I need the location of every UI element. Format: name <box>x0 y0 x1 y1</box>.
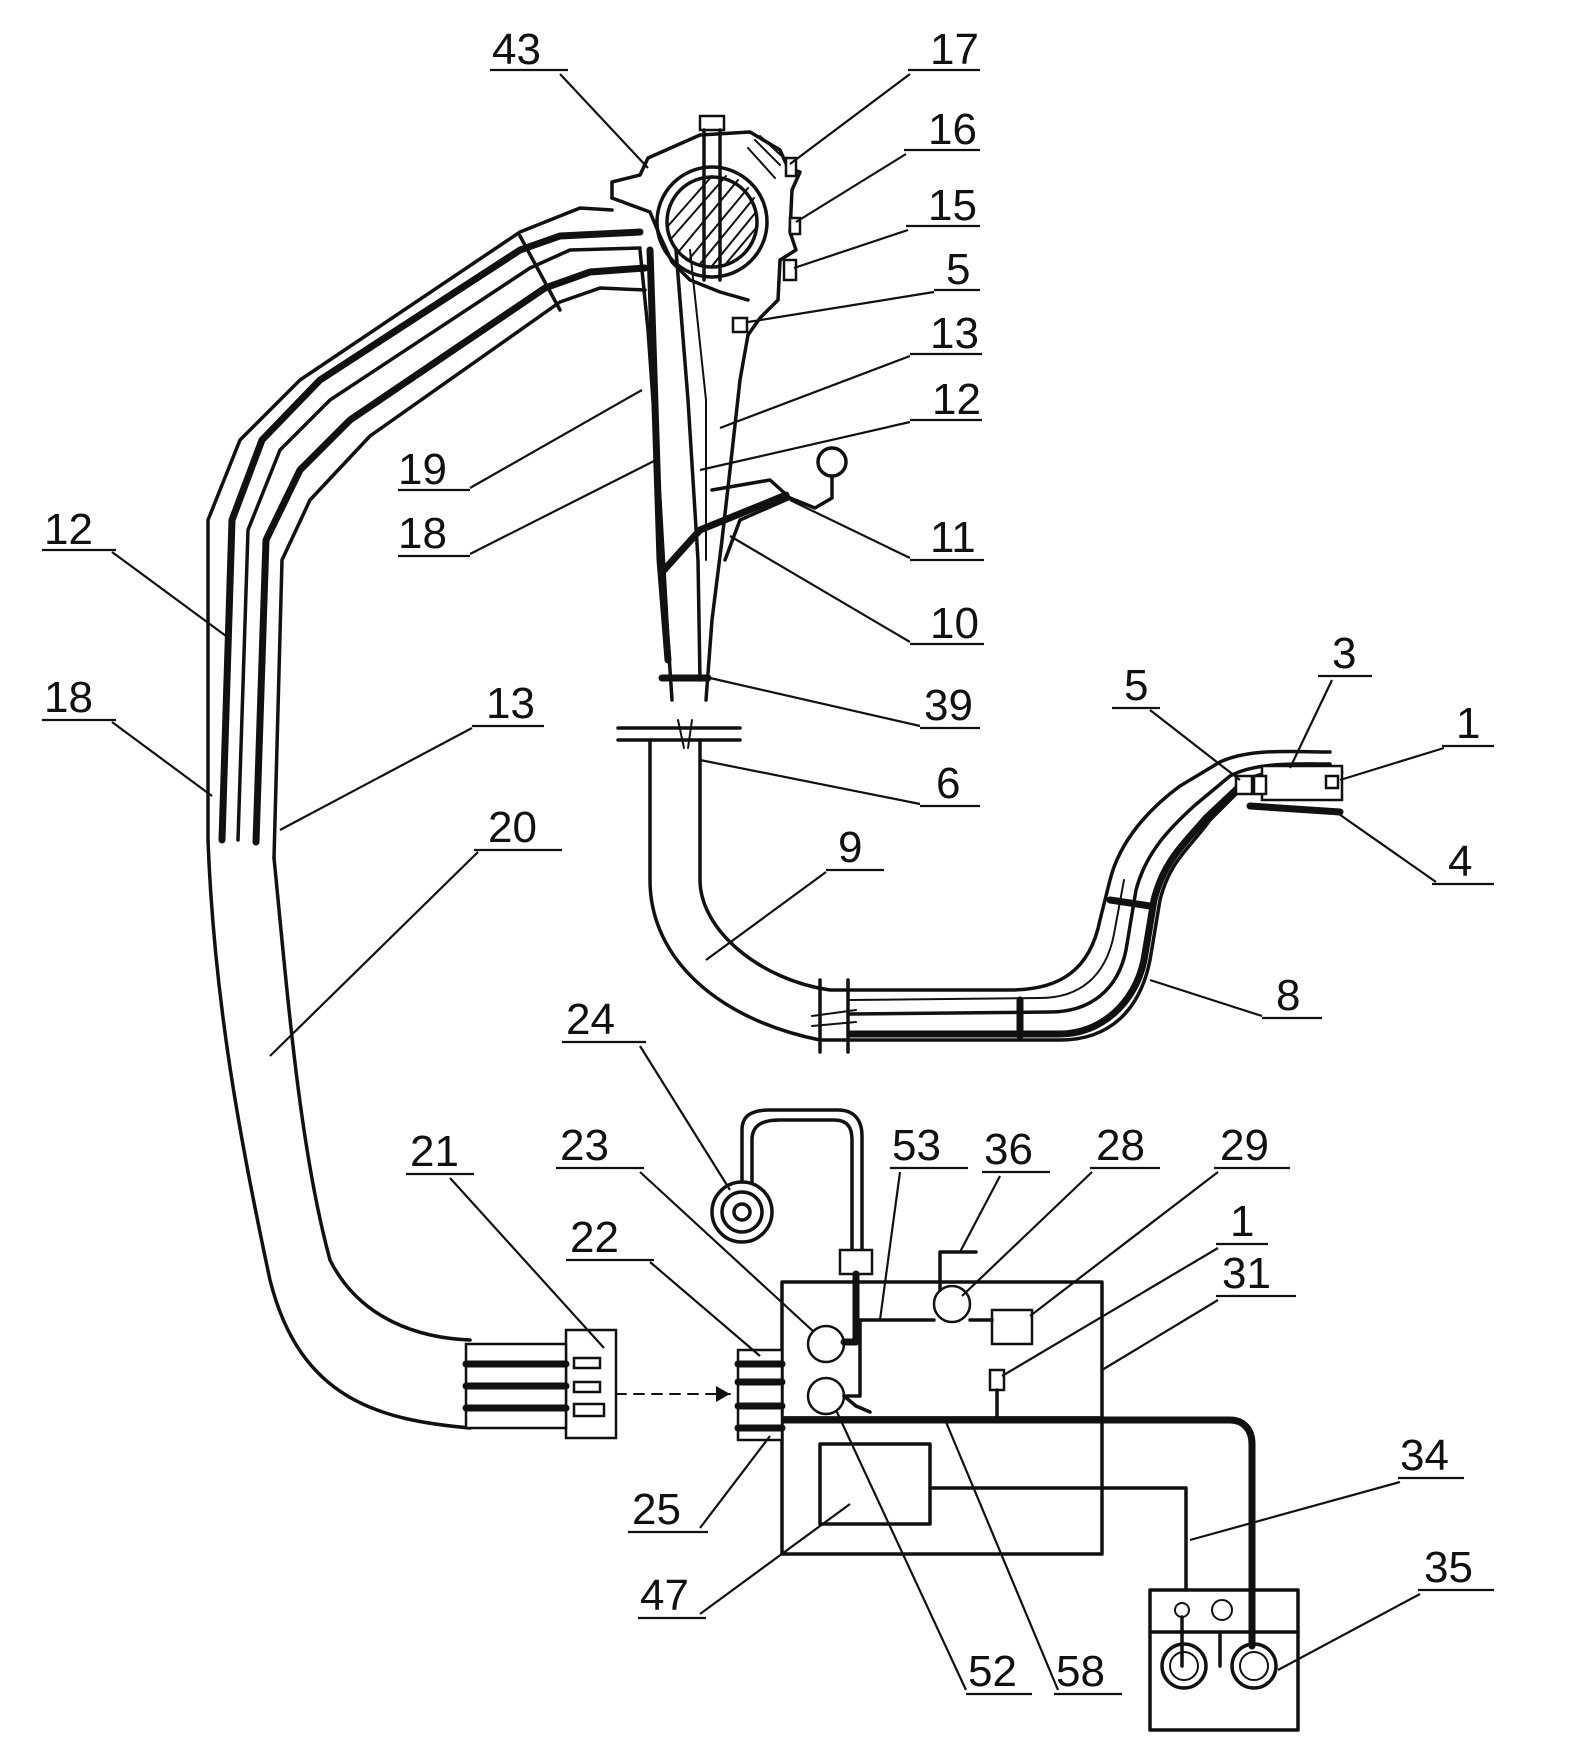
umbilical-channel-b <box>236 246 642 842</box>
umbilical-lower-right <box>272 856 472 1342</box>
biopsy-channel-10 <box>660 491 790 574</box>
umbilical-lower-left <box>206 838 472 1430</box>
label-6: 6 <box>936 759 960 808</box>
bottle-24-core <box>732 1202 752 1222</box>
reference-labels: 43 17 16 15 5 13 12 19 18 11 10 12 18 13… <box>44 25 1480 1696</box>
umbilical-channel-a <box>218 228 644 844</box>
biopsy-cap-11 <box>816 446 848 478</box>
line-36 <box>938 1250 978 1292</box>
connector-21 <box>462 1328 731 1440</box>
panel-47 <box>818 1442 932 1526</box>
label-10: 10 <box>930 599 979 648</box>
label-11: 11 <box>930 513 976 562</box>
label-8: 8 <box>1276 971 1300 1020</box>
label-12-handle: 12 <box>932 375 981 424</box>
pump-52 <box>806 1376 846 1416</box>
label-9: 9 <box>838 823 862 872</box>
label-22: 22 <box>570 1213 619 1262</box>
label-29: 29 <box>1220 1121 1269 1170</box>
label-21: 21 <box>410 1127 459 1176</box>
label-1-unit: 1 <box>1230 1197 1254 1246</box>
tube-coupler <box>838 1248 874 1276</box>
control-handle <box>610 114 848 749</box>
label-1-tip: 1 <box>1456 699 1480 748</box>
label-24: 24 <box>566 995 615 1044</box>
label-16: 16 <box>928 105 977 154</box>
tip-nozzle-1 <box>1324 774 1340 790</box>
bottle-24-mid <box>720 1190 764 1234</box>
valve-28 <box>932 1284 972 1324</box>
label-18-cord: 18 <box>44 673 93 722</box>
cable-34 <box>928 1486 1188 1592</box>
label-47: 47 <box>640 1571 689 1620</box>
biopsy-cap-line <box>788 476 834 510</box>
tube-outer <box>648 738 1332 1042</box>
umbilical-outer-bottom <box>272 286 647 860</box>
channel-12-handle <box>674 248 702 682</box>
insertion-tube <box>648 738 1344 1054</box>
label-53: 53 <box>892 1121 941 1170</box>
control-unit-31 <box>710 1108 1300 1732</box>
label-4: 4 <box>1448 837 1472 886</box>
leader-lines <box>42 68 1494 1696</box>
label-17: 17 <box>930 25 979 74</box>
label-52: 52 <box>968 1647 1017 1696</box>
umbilical-channel-c <box>252 264 649 846</box>
channel-13-handle <box>689 249 707 561</box>
label-34: 34 <box>1400 1431 1449 1480</box>
label-3: 3 <box>1332 629 1356 678</box>
cable-to-35 <box>1098 1416 1256 1650</box>
label-5-handle: 5 <box>946 245 970 294</box>
sensor-1 <box>988 1368 1006 1392</box>
label-35: 35 <box>1424 1543 1473 1592</box>
label-19: 19 <box>398 445 447 494</box>
label-39: 39 <box>924 681 973 730</box>
label-43: 43 <box>492 25 541 74</box>
umbilical-cable <box>206 206 649 1430</box>
handle-hatching <box>747 135 787 179</box>
label-13-handle: 13 <box>930 309 979 358</box>
label-20: 20 <box>488 803 537 852</box>
label-18-handle: 18 <box>398 509 447 558</box>
label-13-cord: 13 <box>486 679 535 728</box>
label-12-cord: 12 <box>44 505 93 554</box>
tube-channel-mid <box>848 762 1332 1016</box>
label-15: 15 <box>928 181 977 230</box>
valve-5-handle <box>731 316 749 334</box>
tube-channel-top <box>849 879 1125 1001</box>
label-58: 58 <box>1056 1647 1105 1696</box>
label-25: 25 <box>632 1485 681 1534</box>
button-17 <box>784 156 798 178</box>
handle-body-right <box>704 333 750 702</box>
label-31: 31 <box>1222 1249 1271 1298</box>
unit-lower-box <box>780 1416 1104 1556</box>
control-wheel-outer <box>655 165 769 279</box>
button-16 <box>788 216 802 236</box>
label-36: 36 <box>984 1125 1033 1174</box>
label-28: 28 <box>1096 1121 1145 1170</box>
top-spindle-cap <box>698 114 726 132</box>
label-5-tip: 5 <box>1124 661 1148 710</box>
tube-inner <box>698 738 1332 992</box>
bottle-24-tube <box>740 1108 864 1252</box>
tip-lens-5 <box>1234 774 1254 796</box>
button-15 <box>782 258 798 282</box>
umbilical-outer-top <box>206 206 614 842</box>
label-23: 23 <box>560 1121 609 1170</box>
channel-18-handle <box>646 246 672 664</box>
module-29 <box>990 1308 1034 1346</box>
